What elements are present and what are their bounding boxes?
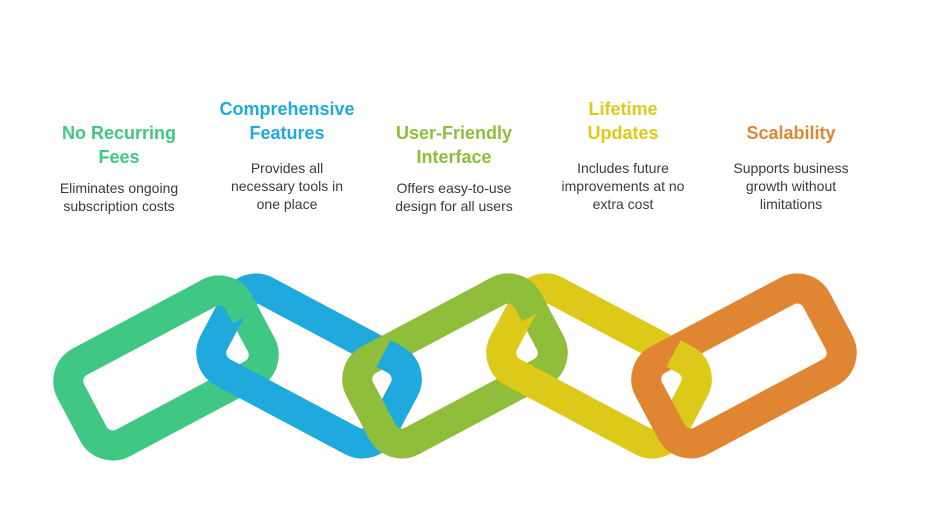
feature-desc-line: extra cost xyxy=(592,196,654,212)
feature-desc-line: improvements at no xyxy=(561,178,685,194)
feature-title-line: Features xyxy=(249,123,325,143)
feature-user-friendly-interface: User-Friendly Interface Offers easy-to-u… xyxy=(374,121,534,215)
feature-title: No Recurring Fees xyxy=(39,121,199,169)
feature-desc-line: design for all users xyxy=(395,198,513,214)
feature-desc-line: necessary tools in xyxy=(230,178,344,194)
feature-description: Offers easy-to-use design for all users xyxy=(374,179,534,215)
feature-description: Supports business growth without limitat… xyxy=(711,159,871,213)
chain-link-blue-overlap xyxy=(376,340,422,411)
feature-desc-line: Includes future xyxy=(577,160,669,176)
feature-title-line: Comprehensive xyxy=(219,99,355,119)
feature-title-line: Scalability xyxy=(746,123,836,143)
feature-desc-line: Offers easy-to-use xyxy=(396,180,512,196)
feature-lifetime-updates: Lifetime Updates Includes future improve… xyxy=(543,97,703,213)
chain-link-blue xyxy=(196,273,422,459)
chain-link-orange xyxy=(631,273,857,459)
chain-link-lime xyxy=(342,273,568,459)
chain-link-lime-overlap xyxy=(479,273,549,322)
feature-desc-line: growth without xyxy=(745,178,837,194)
feature-title-line: Updates xyxy=(587,123,659,143)
feature-desc-line: subscription costs xyxy=(63,198,175,214)
feature-description: Eliminates ongoing subscription costs xyxy=(39,179,199,215)
feature-desc-line: Provides all xyxy=(250,160,324,176)
feature-title: User-Friendly Interface xyxy=(374,121,534,169)
feature-title-line: Lifetime xyxy=(588,99,658,119)
chain-link-yellow xyxy=(486,273,712,459)
feature-title: Lifetime Updates xyxy=(543,97,703,145)
feature-desc-line: Supports business xyxy=(733,160,849,176)
feature-desc-line: one place xyxy=(256,196,318,212)
feature-description: Provides all necessary tools in one plac… xyxy=(207,159,367,213)
chain-link-green xyxy=(53,275,279,461)
feature-title-line: No Recurring xyxy=(61,123,176,143)
chain-link-yellow-overlap xyxy=(666,340,712,411)
feature-desc-line: Eliminates ongoing xyxy=(59,180,179,196)
feature-title-line: Interface xyxy=(416,147,492,167)
feature-title: Scalability xyxy=(711,121,871,145)
feature-no-recurring-fees: No Recurring Fees Eliminates ongoing sub… xyxy=(39,121,199,215)
feature-scalability: Scalability Supports business growth wit… xyxy=(711,121,871,213)
feature-description: Includes future improvements at no extra… xyxy=(543,159,703,213)
feature-title: Comprehensive Features xyxy=(207,97,367,145)
chain-link-green-overlap xyxy=(190,275,260,324)
feature-desc-line: limitations xyxy=(759,196,823,212)
feature-comprehensive-features: Comprehensive Features Provides all nece… xyxy=(207,97,367,213)
feature-title-line: User-Friendly xyxy=(395,123,513,143)
feature-title-line: Fees xyxy=(98,147,140,167)
